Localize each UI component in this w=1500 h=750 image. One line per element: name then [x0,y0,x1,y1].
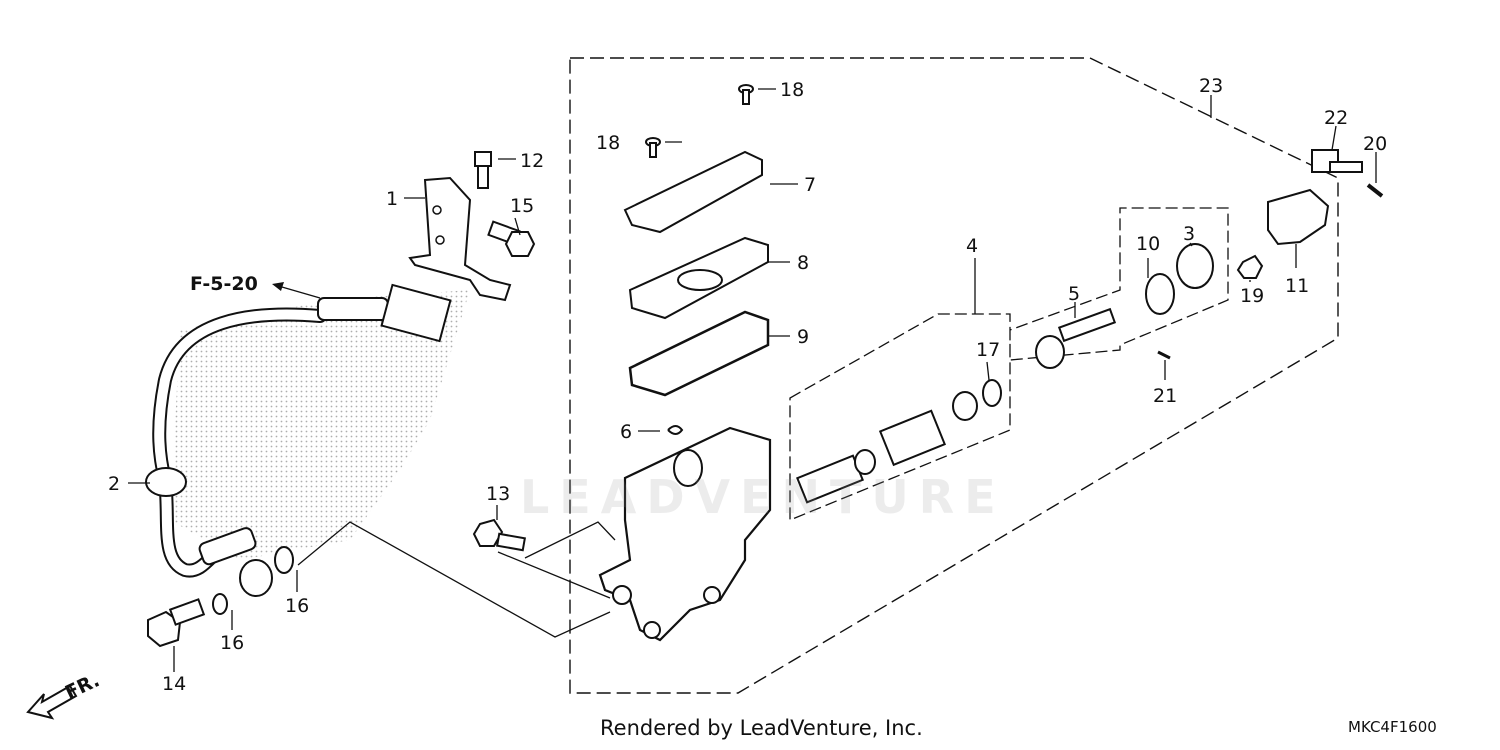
boot-3 [1176,243,1214,289]
screw-18a [738,84,754,105]
cup-seal [854,449,876,475]
callout-1: 1 [386,188,398,210]
callout-10: 10 [1136,233,1160,255]
kit-box-4 [789,207,1229,521]
callout-16b: 16 [220,632,244,654]
callout-21: 21 [1153,385,1177,407]
snap-ring-10 [1145,273,1175,315]
callout-14: 14 [162,673,186,695]
pin-22 [1311,149,1363,173]
watermark: LEADVENTURE [520,470,1006,524]
diagram-code: MKC4F1600 [1348,718,1437,736]
callout-18a: 18 [780,79,804,101]
assembly-boundary [569,57,1339,694]
bolt-14 [147,598,206,648]
leader-lines [128,88,1377,672]
bracket-1 [408,176,512,302]
callout-7: 7 [804,174,816,196]
diaphragm-9 [628,310,770,397]
credit-text: Rendered by LeadVenture, Inc. [600,716,923,740]
screw-18b [645,137,661,158]
callout-2: 2 [108,473,120,495]
callout-23: 23 [1199,75,1223,97]
callout-17: 17 [976,339,1000,361]
callout-16a: 16 [285,595,309,617]
push-rod-5 [1035,307,1117,369]
bolt-13 [472,518,527,552]
hose-fitting-lower [198,527,257,566]
callout-15: 15 [510,195,534,217]
callout-3: 3 [1183,223,1195,245]
callout-22: 22 [1324,107,1348,129]
callout-12: 12 [520,150,544,172]
callout-11: 11 [1285,275,1309,297]
piston [878,409,947,467]
bolt-15 [487,220,536,257]
nut-19 [1236,254,1264,279]
callout-20: 20 [1363,133,1387,155]
callout-13: 13 [486,483,510,505]
callout-8: 8 [797,252,809,274]
direction-label: FR. [62,669,103,704]
callout-18b: 18 [596,132,620,154]
reservoir-cap-7 [623,150,763,234]
bolt-12 [474,151,492,189]
washer-16a [274,546,294,574]
callout-5: 5 [1068,283,1080,305]
hose-grommet [145,467,187,497]
secondary-cup [952,391,978,421]
cotter-pin-21 [1157,350,1171,360]
cotter-pin-20 [1366,183,1384,198]
banjo-fitting [239,559,273,597]
callout-9: 9 [797,326,809,348]
callout-19: 19 [1240,285,1264,307]
shading-region [170,290,470,560]
callout-6: 6 [620,421,632,443]
hose-clamp [380,283,452,343]
reference-label: F-5-20 [190,273,258,295]
front-direction-arrow [26,684,78,720]
joint-11 [1267,188,1330,246]
master-cylinder-body [598,426,772,642]
clip-6 [667,425,684,435]
snap-ring-17 [982,379,1002,407]
callout-4: 4 [966,235,978,257]
hose-fitting-upper [317,297,389,321]
washer-16b [212,593,228,615]
